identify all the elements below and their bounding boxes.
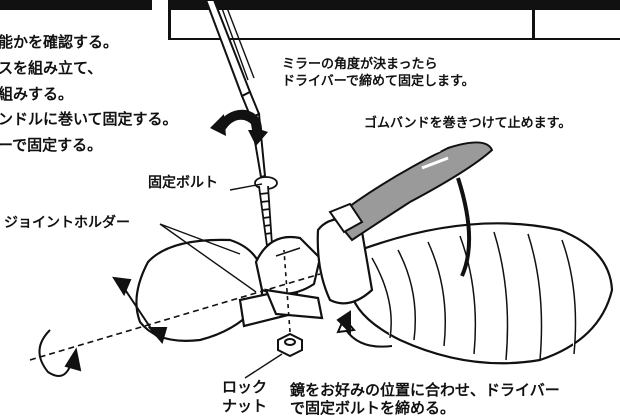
header-bar-right [168,0,620,10]
leader-lines [159,183,283,379]
lock-nut-label-line-2: ナット [222,397,268,415]
step-5-text: ーで固定する。 [0,136,103,154]
step-2-text: スを組み立て、 [0,59,103,77]
joint-holder-label: ジョイントホルダー [4,215,130,231]
header-frame-bottom-edge [168,38,620,40]
motion-arrows [38,276,393,377]
mirror-illustration [135,235,324,342]
fixing-bolt [254,176,278,248]
header-frame-right-edge [532,10,535,40]
step-4-text: ンドルに巻いて固定する。 [0,110,178,128]
step-1-text: 能かを確認する。 [0,33,119,51]
band-note: ゴムバンドを巻きつけて止めます。 [364,116,572,131]
fixing-bolt-label: 固定ボルト [148,175,218,191]
handlebar-illustration [316,217,614,365]
rotate-arrow-icon [210,109,268,146]
nut-icon [277,332,303,358]
rubber-band [328,141,494,277]
step-3-text: 組みする。 [0,85,74,103]
header-bar-left [0,0,152,10]
angle-note-line-2: ドライバーで締めて固定します。 [282,74,475,89]
lock-nut-label-line-1: ロック [222,378,268,396]
adjust-note-line-2: で固定ボルトを締める。 [290,399,456,417]
screwdriver-icon [204,0,267,179]
axis-line [29,249,321,361]
angle-note-line-1: ミラーの角度が決まったら [282,57,438,72]
adjust-note-line-1: 鏡をお好みの位置に合わせ、ドライバー [290,381,560,399]
header-frame-left-edge [168,10,171,40]
